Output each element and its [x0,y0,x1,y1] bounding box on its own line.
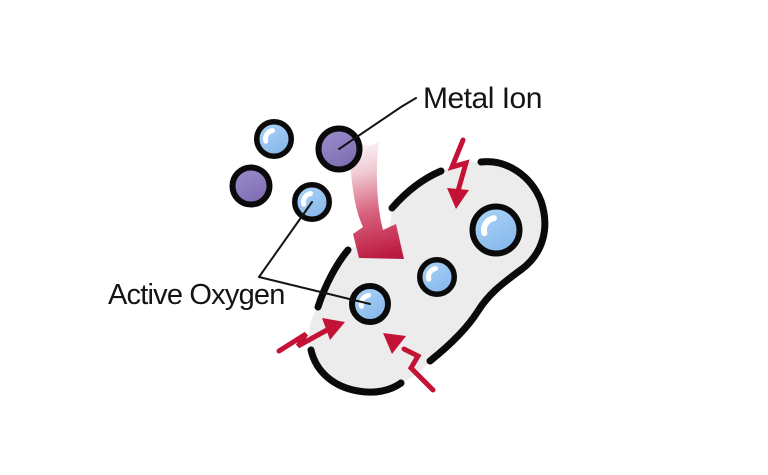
bubble-highlight [301,191,313,207]
membrane-outline-left [314,246,352,311]
metal-ion-label: Metal Ion [423,82,542,115]
membrane-outline-top-left [388,167,445,212]
active-oxygen-label: Active Oxygen [108,279,285,311]
bubble-highlight [358,292,371,309]
metal-ion-pointer-line [338,97,417,150]
bubble-highlight [426,266,438,282]
bubble-highlight [481,215,497,237]
membrane-outline-right [426,158,549,365]
metal-ion-particle-2 [229,164,273,208]
active-oxygen-pointer-lines [258,201,371,305]
active-oxygen-bubble-2 [292,182,332,222]
membrane-outline-bottom [307,346,405,396]
lightning-bolt-icon-bottom [383,333,436,393]
active-oxygen-bubble-5 [469,203,523,257]
active-oxygen-bubble-4 [417,257,457,297]
active-oxygen-bubble-1 [254,119,294,159]
lightning-bolt-icon-left [276,318,345,354]
gradient-arrow-icon [348,138,404,259]
bubble-highlight [263,128,275,144]
lightning-bolt-icon-top [447,137,470,209]
